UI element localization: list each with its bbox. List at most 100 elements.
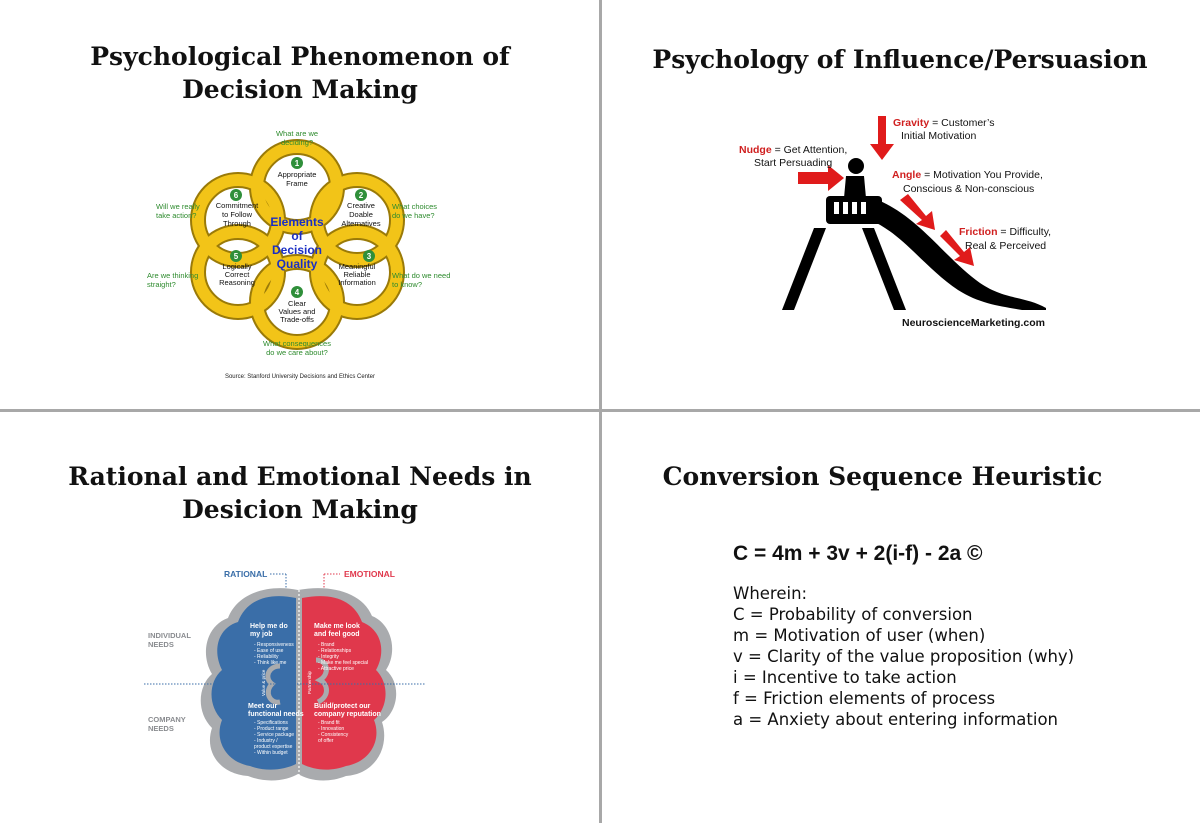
svg-text:Nudge = Get Attention,: Nudge = Get Attention, — [739, 144, 847, 156]
company-line1: COMPANY — [148, 715, 186, 724]
force-labels: Gravity = Customer’s Initial Motivation … — [739, 117, 1051, 252]
br-item-2: - Innovation — [318, 726, 344, 732]
bl-item-6: - Within budget — [254, 750, 288, 756]
decision-source: Source: Stanford University Decisions an… — [225, 374, 375, 380]
decision-title-line1: Psychological Phenomenon of — [90, 42, 510, 71]
emotional-hemisphere — [302, 596, 386, 770]
badge-5 — [230, 250, 242, 262]
element-4-line2: Values and — [279, 307, 316, 316]
br-title-line2: company reputation — [314, 711, 381, 718]
tr-item-5: - Attractive price — [318, 666, 354, 672]
bl-item-4: - Industry / — [254, 738, 278, 744]
angle-arrow — [900, 194, 935, 230]
rational-label: RATIONAL — [224, 569, 267, 579]
wherein-label: Wherein: — [733, 584, 808, 603]
nudge-arrow — [798, 165, 844, 191]
element-5-line2: Correct — [225, 270, 251, 279]
bl-item-5: product expertise — [254, 744, 293, 750]
conversion-title: Conversion Sequence Heuristic — [662, 462, 1103, 491]
element-4-line1: Clear — [288, 299, 306, 308]
br-item-1: - Brand fit — [318, 720, 340, 726]
question-3-line1: What do we need — [392, 271, 450, 280]
svg-text:Friction = Difficulty,: Friction = Difficulty, — [959, 226, 1051, 238]
element-1-line1: Appropriate — [278, 170, 317, 179]
tl-item-4: - Think like me — [254, 660, 287, 666]
bl-title-line1: Meet our — [248, 703, 277, 710]
definition-m: m = Motivation of user (when) — [733, 626, 986, 645]
definition-a: a = Anxiety about entering information — [733, 710, 1059, 729]
badge-2 — [355, 189, 367, 201]
definition-i: i = Incentive to take action — [733, 668, 957, 687]
partnership-label: Partnership — [307, 670, 312, 694]
element-4-line3: Trade-offs — [280, 315, 314, 324]
decision-quality-diagram: 1 2 3 4 5 6 Appropriate Frame Creative D… — [147, 129, 450, 380]
gravity-term: Gravity — [893, 117, 929, 129]
tl-item-3: - Reliability — [254, 654, 279, 660]
friction-line1: = Difficulty, — [1000, 226, 1051, 238]
definition-f: f = Friction elements of process — [733, 689, 996, 708]
influence-panel-title: Psychology of Influence/Persuasion — [600, 43, 1200, 76]
platform-rails — [834, 202, 866, 214]
bl-item-2: - Product range — [254, 726, 289, 732]
tl-title-line1: Help me do — [250, 623, 288, 630]
center-line2: of — [291, 229, 303, 243]
badge-4-label: 4 — [295, 288, 300, 297]
friction-line2: Real & Perceived — [965, 240, 1046, 252]
tr-title-line1: Make me look — [314, 623, 360, 630]
badge-4 — [291, 286, 303, 298]
decision-title-line2: Decision Making — [182, 75, 418, 104]
badge-2-label: 2 — [359, 191, 364, 200]
element-6-line3: Through — [223, 219, 251, 228]
element-5-line1: Logically — [222, 262, 251, 271]
individual-line1: INDIVIDUAL — [148, 631, 191, 640]
br-item-3: - Consistency — [318, 732, 349, 738]
gravity-line1: = Customer’s — [932, 117, 994, 129]
slide-right-leg — [862, 228, 906, 310]
side-labels: INDIVIDUAL NEEDS COMPANY NEEDS — [148, 631, 191, 733]
conversion-formula: C = 4m + 3v + 2(i-f) - 2a © — [733, 542, 983, 565]
center-line4: Quality — [277, 257, 318, 271]
brand-watermark: NeuroscienceMarketing.com — [902, 317, 1045, 329]
child-figure — [844, 158, 866, 198]
question-6-line1: Will we really — [156, 202, 200, 211]
slide-diagram: Gravity = Customer’s Initial Motivation … — [739, 116, 1051, 329]
question-1-line2: deciding? — [281, 138, 313, 147]
br-item-4: of offer — [318, 738, 334, 744]
element-labels: Appropriate Frame Creative Doable Altern… — [216, 170, 381, 324]
slide-chute — [870, 200, 1046, 310]
element-badges: 1 2 3 4 5 6 — [230, 157, 375, 298]
slide-structure — [782, 196, 1046, 310]
badge-1 — [291, 157, 303, 169]
brain-needs-diagram: RATIONAL EMOTIONAL INDIVIDUAL NEEDS COMP… — [144, 569, 426, 782]
element-1-line2: Frame — [286, 179, 308, 188]
svg-text:Gravity = Customer’s: Gravity = Customer’s — [893, 117, 994, 129]
tr-item-4: - Make me feel special — [318, 660, 368, 666]
force-arrows — [798, 116, 974, 266]
individual-line2: NEEDS — [148, 640, 174, 649]
br-title-line1: Build/protect our — [314, 703, 371, 710]
gravity-line2: Initial Motivation — [901, 130, 976, 142]
value-price-label: Value & price — [261, 669, 266, 696]
formula-definitions: Wherein: C = Probability of conversion m… — [733, 583, 1074, 730]
gravity-arrow — [870, 116, 894, 160]
element-3-line2: Reliable — [343, 270, 370, 279]
tr-item-3: - Integrity — [318, 654, 339, 660]
badge-6 — [230, 189, 242, 201]
badge-3-label: 3 — [367, 252, 372, 261]
element-2-line2: Doable — [349, 210, 373, 219]
needs-title-line1: Rational and Emotional Needs in — [68, 462, 532, 491]
question-1-line1: What are we — [276, 129, 318, 138]
svg-text:Angle = Motivation You Provide: Angle = Motivation You Provide, — [892, 169, 1043, 181]
angle-term: Angle — [892, 169, 921, 181]
quadrant-titles: Help me do my job Make me look and feel … — [248, 623, 381, 718]
question-3-line2: to know? — [392, 280, 422, 289]
needs-panel-title: Rational and Emotional Needs in Desicion… — [0, 460, 600, 526]
element-3-line3: Information — [338, 278, 376, 287]
influence-title: Psychology of Influence/Persuasion — [652, 45, 1148, 74]
question-labels: What are we deciding? What choices do we… — [147, 129, 450, 357]
friction-term: Friction — [959, 226, 998, 238]
decision-panel-title: Psychological Phenomenon of Decision Mak… — [0, 40, 600, 106]
question-6-line2: take action? — [156, 211, 196, 220]
rational-fold — [265, 663, 281, 705]
emotional-fold — [314, 657, 329, 705]
